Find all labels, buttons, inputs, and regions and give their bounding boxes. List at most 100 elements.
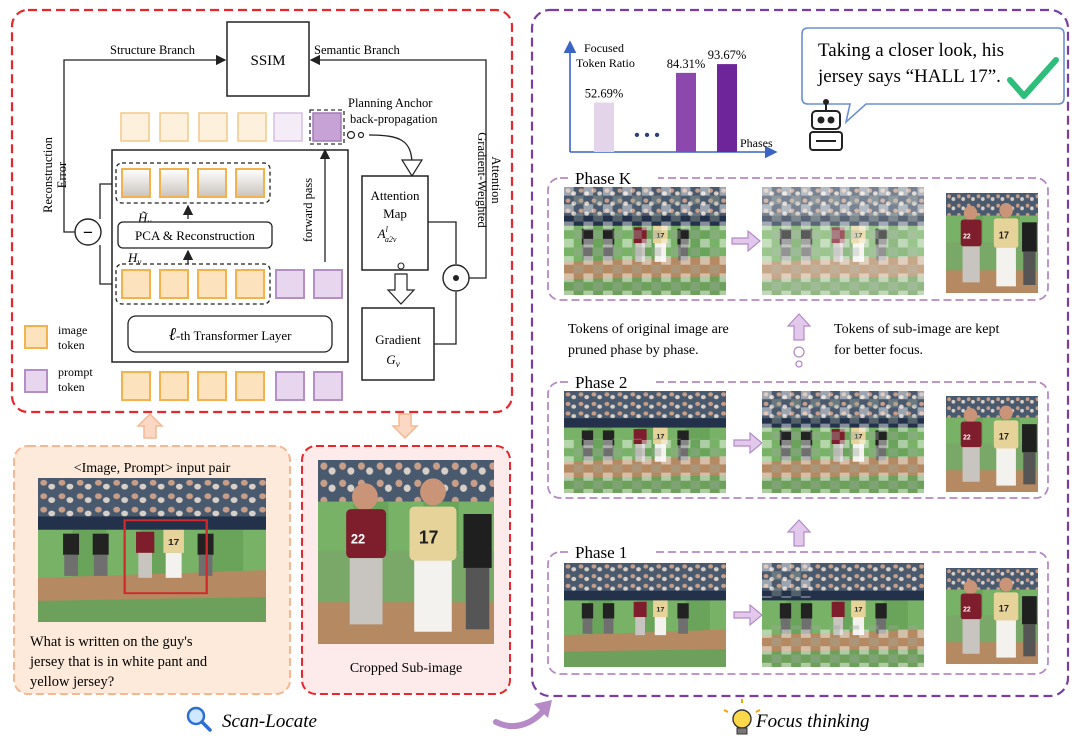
curved-transition-arrow (493, 707, 547, 730)
attention-map-label-2: Map (383, 206, 407, 221)
attention-map-label-1: Attention (370, 188, 420, 203)
attention-map-box (361, 175, 429, 271)
lightbulb-icon (723, 699, 761, 735)
ssim-box (226, 21, 310, 97)
phase-2-label: Phase 2 (575, 373, 627, 392)
attention-to-gradient-arrow (386, 273, 416, 305)
planning-anchor-label-1: Planning Anchor (348, 96, 433, 110)
input-token-row (121, 371, 343, 401)
phase-dot-2 (795, 360, 803, 368)
chart-ellipsis: • • • (634, 127, 660, 144)
note-left-line-1: Tokens of original image are (568, 322, 729, 337)
phase-k-label-bg (568, 166, 658, 188)
crop-caption: Cropped Sub-image (350, 661, 462, 676)
magnifier-icon (186, 706, 212, 732)
minus-operator (74, 218, 102, 246)
planning-anchor-arrow (368, 134, 413, 166)
phase-1-label-bg (568, 540, 656, 562)
chart-ylabel-line-2: Token Ratio (576, 56, 635, 70)
phase-1-label: Phase 1 (575, 543, 627, 562)
thought-dot-1 (346, 130, 356, 140)
scan-locate-label: Scan-Locate (222, 711, 317, 732)
forward-pass-label: forward pass (301, 178, 315, 242)
phase-k-pruned (762, 187, 924, 295)
transformer-layer-label: ℓ-th Transformer Layer (168, 324, 292, 344)
focus-panel-frame (530, 8, 1070, 698)
phase-2-frame (547, 381, 1049, 499)
legend-image-label-2: token (58, 338, 85, 352)
reconstruction-error-label-2: Error (55, 161, 69, 188)
legend-prompt-label-2: token (58, 380, 85, 394)
gradient-label: Gradient (375, 332, 421, 347)
legend-image-label-1: image (58, 323, 87, 337)
minus-symbol: − (83, 223, 93, 242)
chart-xlabel: Phases (740, 136, 773, 150)
input-image (38, 478, 266, 622)
chart-bar-0 (594, 102, 614, 152)
phase-k-arrow (731, 229, 761, 253)
gradient-to-dot-line (434, 292, 457, 345)
phase-k-original (564, 187, 726, 295)
phase-2-arrow (733, 431, 763, 455)
chart-bar-3 (717, 64, 737, 152)
transformer-layer-box (127, 315, 333, 353)
phase-1-original (564, 563, 726, 667)
note-left-line-2: pruned phase by phase. (568, 343, 699, 358)
phase-2-pruned (762, 391, 924, 493)
h-label: Hv (127, 250, 141, 267)
check-icon (1007, 57, 1059, 99)
phase-1-sub-image (946, 568, 1038, 664)
legend-prompt-swatch (24, 369, 48, 393)
chart-bar-label-0: 52.69% (585, 87, 624, 101)
phase-1-frame (547, 551, 1049, 675)
phase-dot-1 (793, 346, 805, 358)
thought-dot-2 (357, 131, 365, 139)
input-pair-title: <Image, Prompt> input pair (74, 461, 231, 476)
robot-icon (809, 99, 843, 151)
gradient-box (361, 307, 435, 381)
gradient-weighted-label-2: Attention (489, 156, 503, 204)
hidden-token-row (121, 269, 343, 299)
pca-label: PCA & Reconstruction (135, 228, 255, 243)
up-arrow-orange (136, 412, 164, 439)
attention-to-dot-line (428, 221, 457, 264)
focus-thinking-label: Focus thinking (755, 711, 869, 732)
focused-token-ratio-chart: Focused Token Ratio Phases • • • 52.69% 8… (563, 40, 778, 159)
answer-bubble (801, 27, 1065, 125)
hidden-row-frame (115, 263, 271, 305)
reconstruction-error-label-1: Reconstruction (41, 136, 55, 212)
planning-anchor-label-2: back-propagation (350, 112, 438, 126)
chart-bar-label-2: 84.31% (667, 57, 706, 71)
phase-k-frame (547, 177, 1049, 301)
answer-line-2: jersey says “HALL 17”. (817, 66, 1001, 87)
phase-2-sub-image (946, 396, 1038, 492)
reconstructed-token-row (121, 168, 265, 198)
note-right-line-1: Tokens of sub-image are kept (834, 322, 1000, 337)
gradient-weighted-label-1: Gradient-Weighted (475, 132, 489, 228)
reconstructed-row-frame (115, 162, 271, 204)
pca-box (117, 221, 273, 249)
question-line-1: What is written on the guy's (30, 634, 193, 650)
phase-up-arrow-2 (786, 519, 812, 547)
down-arrow-orange (391, 413, 419, 440)
question-line-2: jersey that is in white pant and (29, 654, 208, 670)
phase-1-arrow (733, 603, 763, 627)
phase-up-arrow-k (786, 313, 812, 341)
chart-ylabel-line-1: Focused (584, 41, 624, 55)
legend-prompt-label-1: prompt (58, 365, 93, 379)
chart-bar-2 (676, 72, 696, 152)
top-token-row (120, 109, 345, 145)
note-right-line-2: for better focus. (834, 343, 923, 358)
curved-transition-arrowhead (534, 700, 552, 718)
semantic-branch-label: Semantic Branch (314, 43, 400, 57)
cropped-sub-image (318, 460, 494, 644)
answer-line-1: Taking a closer look, his (818, 40, 1004, 61)
phase-1-pruned (762, 563, 924, 667)
planning-anchor-arrowhead (400, 159, 424, 178)
phase-2-original (564, 391, 726, 493)
semantic-branch-arrow (309, 54, 487, 279)
dot-operator-center (453, 275, 459, 281)
structure-branch-label: Structure Branch (110, 43, 196, 57)
